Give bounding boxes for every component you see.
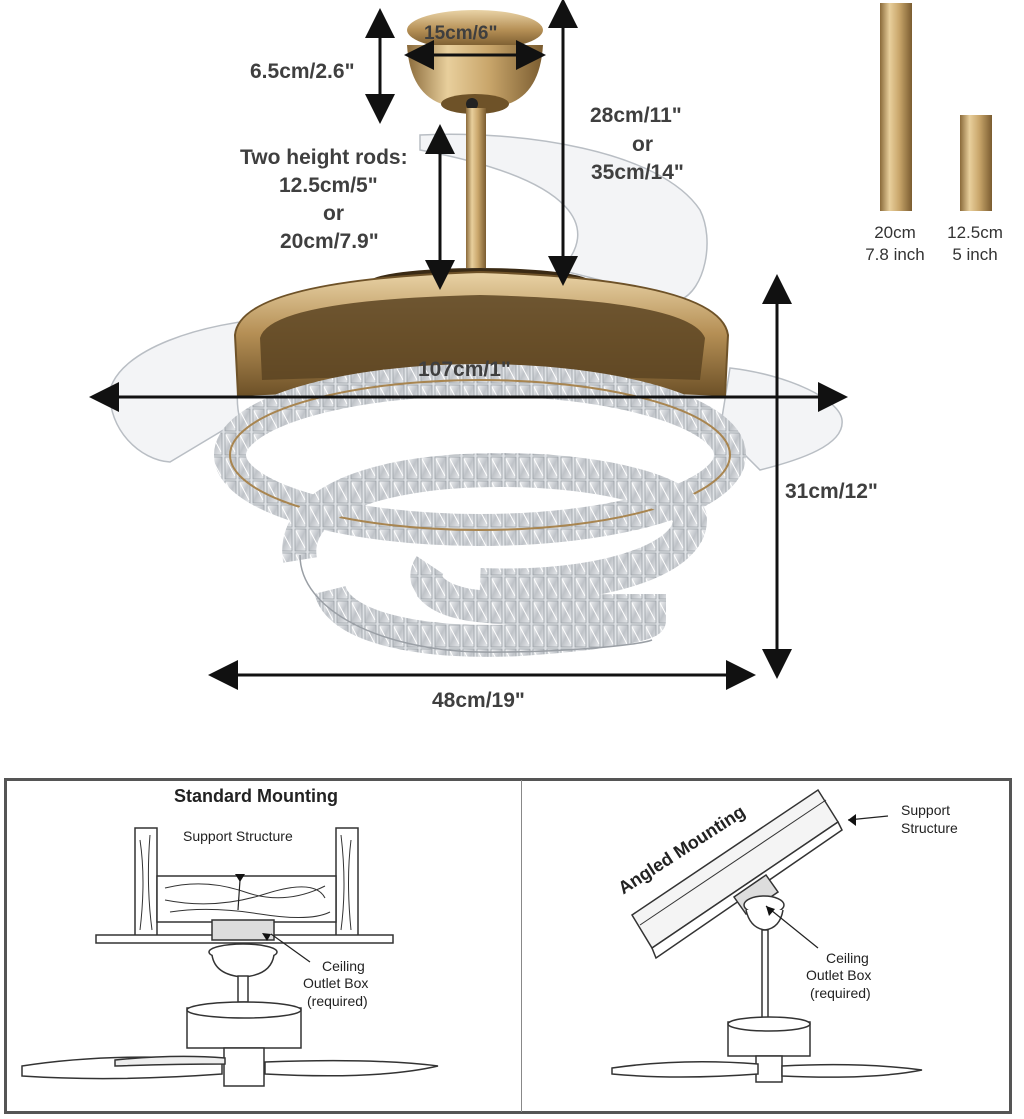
downrod (466, 108, 486, 268)
standard-mounting-title: Standard Mounting (174, 786, 338, 806)
height-rod-a-label: 12.5cm/5" (279, 174, 378, 197)
angled-support-line1: Support (901, 802, 951, 818)
canopy-width-label: 15cm/6" (424, 23, 498, 44)
crystal-ring-inner (314, 556, 666, 657)
height-rods-title: Two height rods: (240, 146, 408, 169)
angled-outlet-line3: (required) (810, 985, 871, 1001)
panel-divider (521, 780, 522, 1112)
overall-drop-b-label: 35cm/14" (591, 161, 684, 184)
standard-support-label: Support Structure (183, 828, 293, 844)
height-rod-b-label: 20cm/7.9" (280, 230, 379, 253)
overall-drop-a-label: 28cm/11" (590, 104, 682, 127)
rod-20cm-inch: 7.8 inch (865, 245, 925, 264)
rod-12-5cm (960, 115, 992, 211)
light-width-label: 48cm/19" (432, 689, 525, 712)
standard-outlet-line2: Outlet Box (303, 975, 369, 991)
ceiling-fan-illustration (89, 0, 992, 690)
canopy-height-label: 6.5cm/2.6" (250, 60, 355, 83)
rod-20cm-cm: 20cm (874, 223, 916, 242)
crystal-ring-middle (282, 452, 708, 603)
overall-drop-or: or (632, 133, 653, 156)
standard-mounting-drawing (21, 827, 439, 1087)
angled-outlet-line1: Ceiling (826, 950, 869, 966)
light-height-label: 31cm/12" (785, 480, 878, 503)
angled-support-line2: Structure (901, 820, 958, 836)
blade-span-label: 107cm/1" (418, 358, 511, 381)
rod-12-5cm-cm: 12.5cm (947, 223, 1003, 242)
angled-outlet-line2: Outlet Box (806, 967, 872, 983)
rod-12-5cm-inch: 5 inch (952, 245, 998, 264)
angled-mounting-drawing (611, 788, 923, 1083)
standard-outlet-line1: Ceiling (322, 958, 365, 974)
rod-20cm (880, 3, 912, 211)
standard-outlet-line3: (required) (307, 993, 368, 1009)
height-rods-or: or (323, 202, 344, 225)
